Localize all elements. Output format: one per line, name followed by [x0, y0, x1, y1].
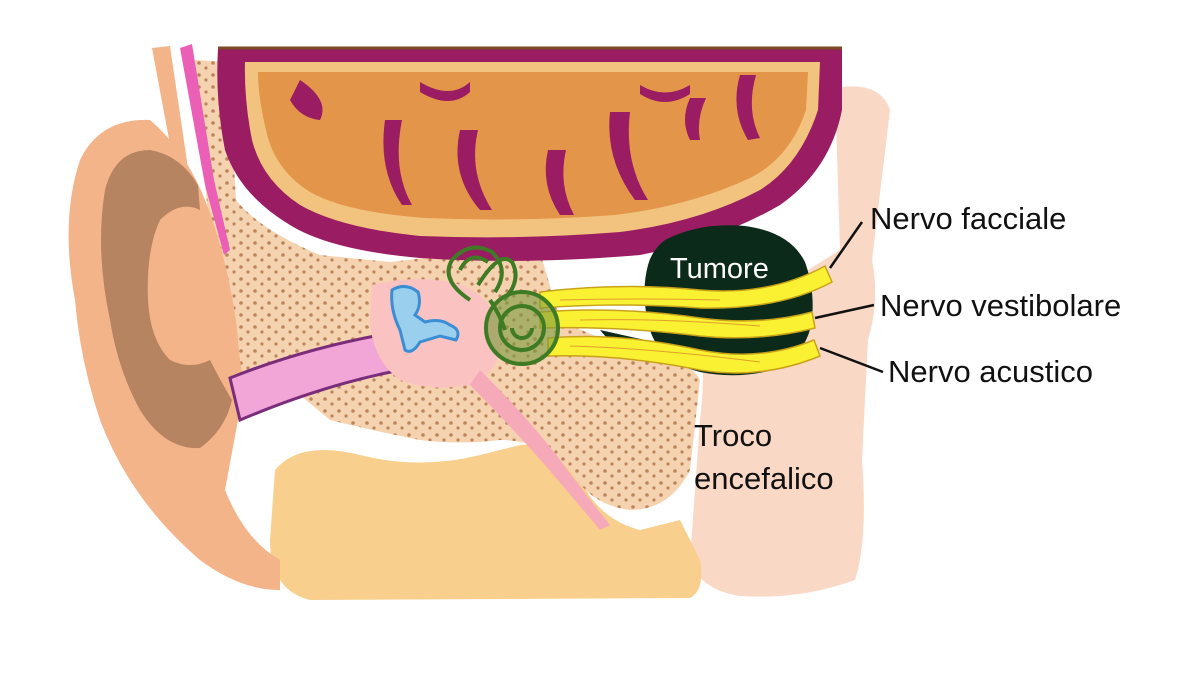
semicircular-canals — [446, 245, 518, 302]
eustachian-tube — [470, 370, 610, 530]
ear-antihelix — [159, 220, 195, 324]
nerve-bundle — [539, 264, 833, 374]
label-brainstem-line2: encefalico — [694, 461, 834, 496]
ossicles — [390, 285, 460, 353]
acoustic-nerve — [547, 335, 821, 374]
label-vestibular-nerve: Nervo vestibolare — [880, 288, 1121, 323]
leader-lines — [814, 221, 884, 374]
ear-concha — [101, 150, 232, 449]
scalp-strip — [180, 44, 230, 255]
facial-nerve-leader — [828, 221, 864, 269]
vestibular-nerve-leader — [814, 303, 875, 320]
inner-ear — [446, 245, 560, 366]
cerebellum-folia — [290, 75, 760, 215]
label-tumor: Tumore — [670, 253, 769, 285]
cochlea — [484, 290, 560, 366]
acoustic-nerve-leader — [819, 346, 884, 374]
vestibular-nerve — [539, 309, 816, 339]
label-acoustic-nerve: Nervo acustico — [888, 354, 1093, 389]
label-facial-nerve: Nervo facciale — [870, 201, 1066, 236]
label-brainstem-line1: Troco — [694, 418, 772, 453]
jaw — [270, 444, 702, 600]
facial-nerve — [539, 264, 833, 309]
